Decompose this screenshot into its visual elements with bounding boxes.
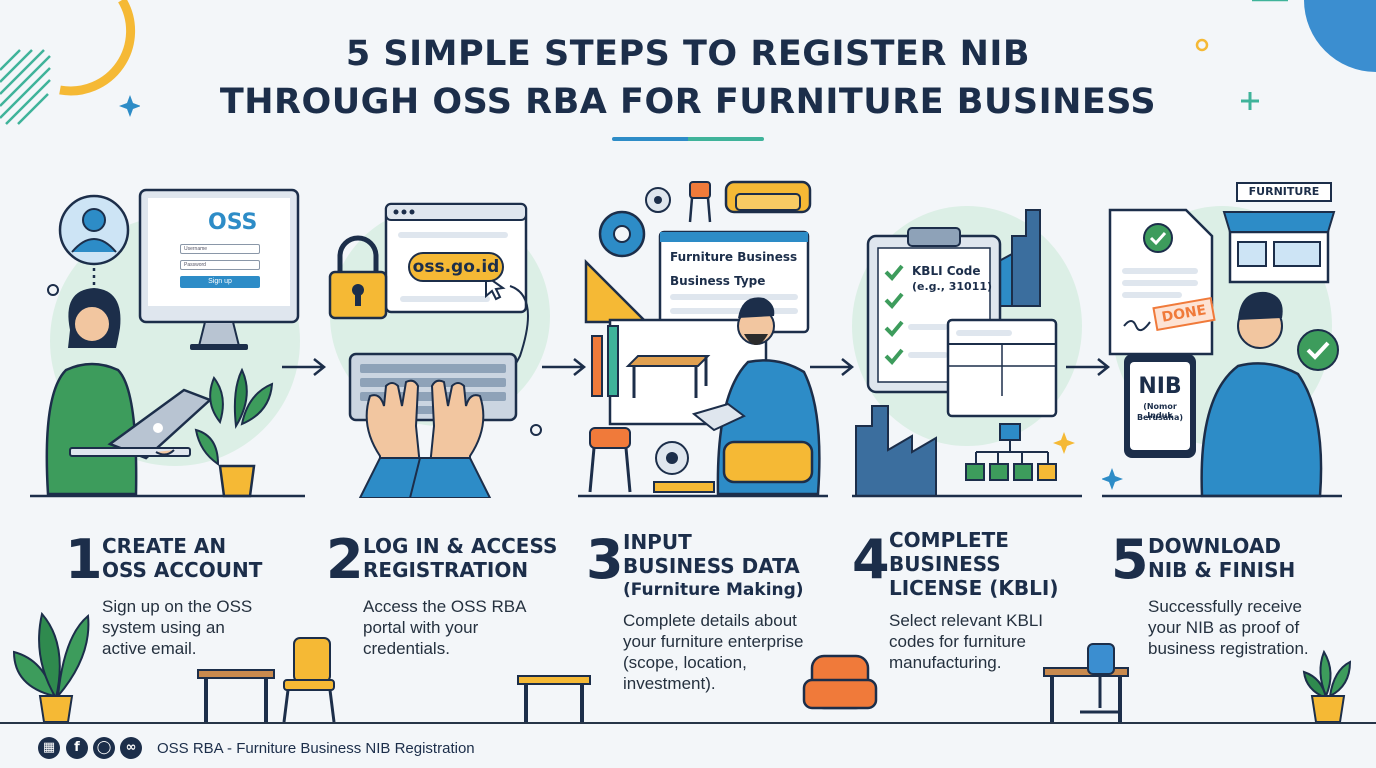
bottom-furniture-decoration [12, 611, 1352, 723]
padlock-icon [328, 235, 388, 320]
tablet-nib-title: NIB [1138, 374, 1182, 399]
document-table-icon [946, 318, 1058, 418]
hands-typing [358, 379, 492, 498]
step-description-line: manufacturing. [889, 653, 1002, 672]
step-heading-line: BUSINESS [889, 552, 1001, 576]
chair-icon [1080, 643, 1120, 714]
step-heading-line: BUSINESS DATA [623, 554, 800, 578]
potted-plant-icon [12, 611, 90, 723]
step-heading-line: LICENSE (KBLI) [889, 576, 1059, 600]
step-number: 5 [1111, 528, 1149, 591]
gear-icon [645, 187, 671, 213]
illustration-step-3: Furniture Business Business Type [578, 176, 828, 498]
footer-divider [0, 722, 1376, 724]
sofa-icon [724, 180, 812, 214]
facebook-icon[interactable]: f [66, 737, 88, 759]
step-description-line: active email. [102, 639, 197, 658]
potted-plant-icon [194, 367, 274, 498]
step-description-line: Access the OSS RBA [363, 597, 527, 616]
title-line-1: 5 SIMPLE STEPS TO REGISTER NIB [345, 34, 1031, 74]
arrow-right-icon [810, 358, 855, 376]
form-title: Furniture Business [670, 250, 798, 264]
arrow-right-icon [282, 358, 327, 376]
chair-icon [688, 181, 712, 223]
decorative-corner-left [0, 0, 140, 125]
step-description-line: business registration. [1148, 639, 1309, 658]
table-icon [517, 675, 591, 722]
certificate-document [1108, 208, 1214, 356]
gear-icon [655, 441, 689, 475]
clipboard-icon [866, 227, 1002, 394]
url-badge: oss.go.id [408, 252, 504, 282]
user-avatar-icon [47, 194, 130, 296]
step-description-line: Complete details about [623, 611, 797, 630]
title-line-2: THROUGH OSS RBA FOR FURNITURE BUSINESS [219, 82, 1157, 122]
step-heading-line: DOWNLOAD [1148, 534, 1281, 558]
desk-icon [1043, 667, 1129, 722]
step-heading-line: INPUT [623, 530, 692, 554]
chair-icon [282, 637, 336, 723]
link-icon[interactable]: ∞ [120, 737, 142, 759]
step-description-line: Select relevant KBLI [889, 611, 1044, 630]
armchair-icon [722, 440, 814, 484]
step-heading-line: REGISTRATION [363, 558, 529, 582]
illustration-step-1: OSS Username Password Sign up [30, 176, 305, 498]
page-title: 5 SIMPLE STEPS TO REGISTER NIB THROUGH O… [0, 30, 1376, 126]
step-number: 2 [326, 528, 364, 591]
step-heading-line: COMPLETE [889, 528, 1009, 552]
instagram-icon[interactable]: ◯ [93, 737, 115, 759]
step-description-line: Successfully receive [1148, 597, 1303, 616]
step-heading-line: LOG IN & ACCESS [363, 534, 558, 558]
form-field-label: Business Type [670, 274, 766, 288]
factory-icon [855, 405, 937, 497]
arrow-right-icon [1066, 358, 1111, 376]
potted-plant-icon [1302, 649, 1352, 723]
step-description-line: credentials. [363, 639, 450, 658]
step-heading-line: OSS ACCOUNT [102, 558, 263, 582]
oss-logo: OSS [208, 210, 258, 235]
step-heading-line: (Furniture Making) [623, 580, 804, 600]
illustration-step-4: KBLI Code (e.g., 31011) [852, 176, 1082, 498]
step-number: 3 [586, 528, 624, 591]
footer-caption: OSS RBA - Furniture Business NIB Registr… [157, 740, 475, 757]
username-field: Username [180, 244, 260, 254]
ruler-icon [584, 258, 650, 324]
org-chart-icon [965, 423, 1057, 481]
step-heading-line: NIB & FINISH [1148, 558, 1296, 582]
building-icon[interactable]: ▦ [38, 737, 60, 759]
step-description-line: your NIB as proof of [1148, 618, 1300, 637]
chair-icon [588, 427, 632, 493]
woman-with-laptop [45, 288, 213, 496]
title-underline [612, 137, 764, 141]
step-description-line: (scope, location, [623, 653, 747, 672]
armchair-icon [802, 654, 878, 710]
man-holding-tablet [1124, 291, 1323, 498]
tablet-nib-sub-2: Berusaha) [1136, 413, 1184, 422]
shop-sign: FURNITURE [1236, 182, 1332, 202]
kbli-code-label: KBLI Code [912, 264, 981, 278]
password-field: Password [180, 260, 260, 270]
decorative-corner-right [1195, 0, 1376, 110]
gear-icon [598, 210, 646, 258]
step-description-line: codes for furniture [889, 632, 1027, 651]
step-number: 1 [65, 528, 103, 591]
step-description-line: system using an [102, 618, 225, 637]
step-description-line: Sign up on the OSS [102, 597, 253, 616]
shop-icon [1222, 211, 1336, 284]
step-heading-line: CREATE AN [102, 534, 227, 558]
illustration-step-5: FURNITURE DONE NIB (Nomor Induk Berusaha… [1102, 176, 1342, 498]
tablet-nib-sub-1: (Nomor Induk [1143, 402, 1177, 420]
step-description-line: portal with your [363, 618, 479, 637]
step-description-line: your furniture enterprise [623, 632, 804, 651]
table-icon [197, 669, 275, 722]
monitor-icon [138, 188, 300, 350]
illustration-step-2: oss.go.id [320, 176, 550, 498]
sign-up-button: Sign up [180, 276, 260, 288]
step-description-line: investment). [623, 674, 716, 693]
check-badge-icon [1297, 329, 1339, 371]
kbli-code-example: (e.g., 31011) [912, 280, 993, 293]
pencil-icon [591, 325, 619, 397]
arrow-right-icon [542, 358, 587, 376]
step-number: 4 [852, 528, 890, 591]
